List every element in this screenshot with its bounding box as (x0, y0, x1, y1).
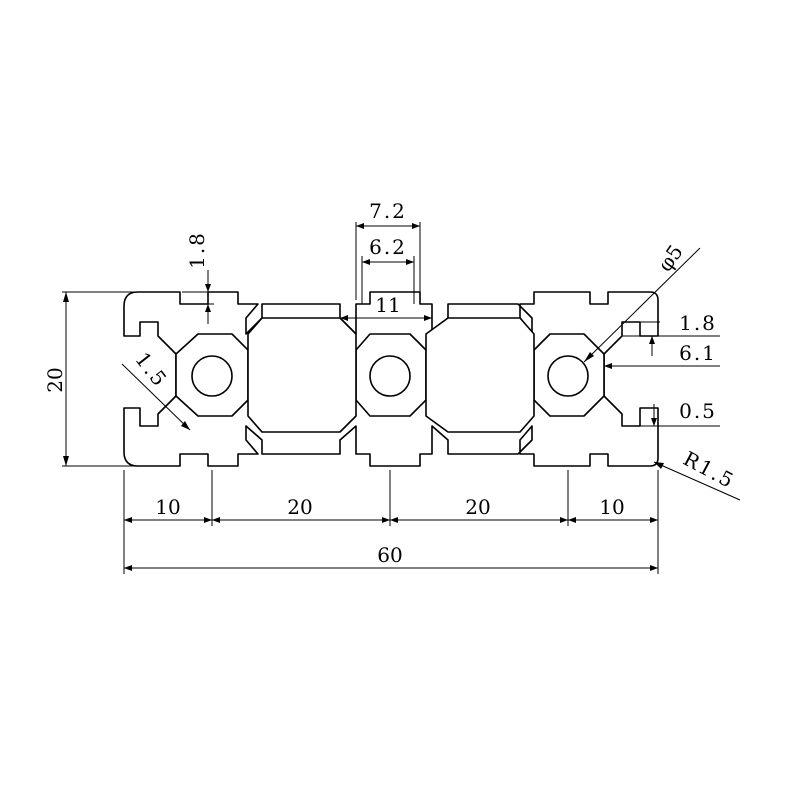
hole-left (191, 355, 233, 397)
dim-height-20: 20 (43, 367, 67, 392)
left-slot-detail (139, 321, 177, 355)
dim-hole-diameter: φ5 (653, 240, 688, 276)
dim-slot-7-2: 7.2 (369, 199, 407, 223)
dim-slot-6-2: 6.2 (369, 235, 407, 259)
dim-seg-20-a: 20 (287, 495, 312, 519)
dimension-lines (62, 222, 741, 574)
left-slot-detail-bottom (139, 395, 177, 427)
dimension-labels: 20 1.8 7.2 6.2 11 φ5 1.8 6.1 0.5 R1.5 1.… (43, 199, 739, 567)
dim-top-slot-1-8: 1.8 (185, 231, 209, 269)
dim-seg-right-10: 10 (599, 495, 624, 519)
dim-side-1-8: 1.8 (679, 311, 717, 335)
dim-seg-left-10: 10 (155, 495, 180, 519)
hole-middle (369, 355, 411, 397)
chamber-left (247, 317, 357, 433)
hole-right (547, 355, 589, 397)
dim-slot-11: 11 (375, 293, 400, 317)
chamber-right (425, 317, 535, 433)
dim-web-1-5: 1.5 (130, 347, 172, 392)
extrusion-profile (123, 291, 659, 467)
dim-side-0-5: 0.5 (679, 399, 717, 423)
dim-side-6-1: 6.1 (679, 341, 717, 365)
dim-seg-20-b: 20 (465, 495, 490, 519)
dim-total-60: 60 (377, 543, 402, 567)
